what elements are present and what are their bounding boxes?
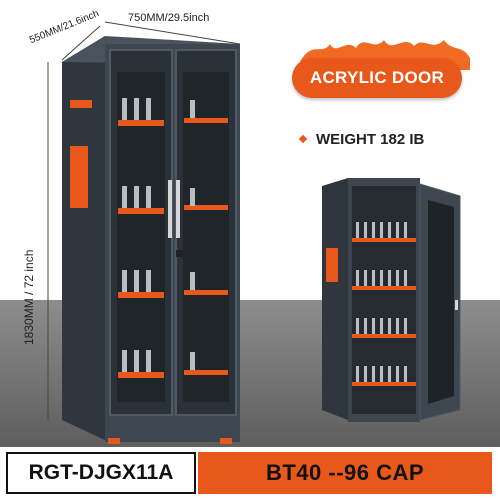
width-dimension-label: 750MM/29.5inch bbox=[128, 12, 210, 24]
left-door-handle bbox=[168, 180, 172, 238]
side-logo-bracket bbox=[70, 146, 88, 208]
width-dimension-line bbox=[104, 21, 241, 45]
main-tool-holders bbox=[122, 98, 195, 372]
small-side-logo-bracket bbox=[326, 248, 338, 282]
right-glass-pane bbox=[183, 72, 229, 402]
small-tool-holders bbox=[356, 222, 407, 382]
small-shelves bbox=[352, 238, 416, 386]
left-glass-pane bbox=[117, 72, 165, 402]
cabinet-foot bbox=[108, 438, 120, 444]
acrylic-door-badge: ACRYLIC DOOR bbox=[292, 58, 462, 98]
model-number: RGT-DJGX11A bbox=[6, 452, 196, 494]
main-shelves bbox=[118, 118, 228, 378]
depth-dimension-line bbox=[61, 25, 101, 61]
right-door-handle bbox=[176, 180, 180, 238]
capacity-label: BT40 --96 CAP bbox=[198, 452, 492, 494]
small-door-glass bbox=[428, 200, 454, 404]
weight-label: WEIGHT 182 IB bbox=[316, 131, 425, 148]
side-label-plate bbox=[70, 100, 92, 108]
main-cabinet-side bbox=[62, 36, 105, 440]
height-dimension-label: 1830MM / 72 inch bbox=[22, 249, 36, 345]
cabinet-foot bbox=[220, 438, 232, 444]
small-cabinet-side bbox=[322, 178, 348, 420]
door-lock bbox=[176, 250, 183, 257]
small-door-handle bbox=[455, 300, 458, 310]
